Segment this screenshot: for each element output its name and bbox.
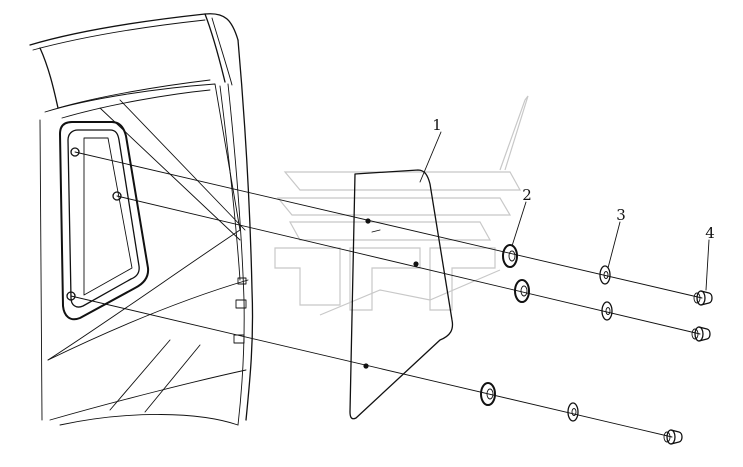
washers xyxy=(567,265,613,422)
grommet-2 xyxy=(514,279,530,303)
bolts xyxy=(663,290,713,445)
callout-label-2: 2 xyxy=(522,186,532,204)
assembly-lines xyxy=(70,151,703,438)
leader-lines xyxy=(419,131,710,291)
grommet-3 xyxy=(480,382,496,406)
callout-label-4: 4 xyxy=(705,224,715,242)
grommets xyxy=(480,244,530,406)
bolt-3 xyxy=(663,429,683,445)
grommet-1 xyxy=(502,244,518,268)
callout-label-3: 3 xyxy=(616,206,626,224)
watermark-logo xyxy=(274,95,529,316)
washer-3 xyxy=(567,402,579,422)
washer-1 xyxy=(599,265,611,285)
bolt-1 xyxy=(693,290,713,306)
callout-label-1: 1 xyxy=(432,116,442,134)
washer-2 xyxy=(601,301,613,321)
glass-pane xyxy=(349,169,454,420)
bolt-2 xyxy=(691,326,711,342)
cab-body xyxy=(29,13,254,426)
